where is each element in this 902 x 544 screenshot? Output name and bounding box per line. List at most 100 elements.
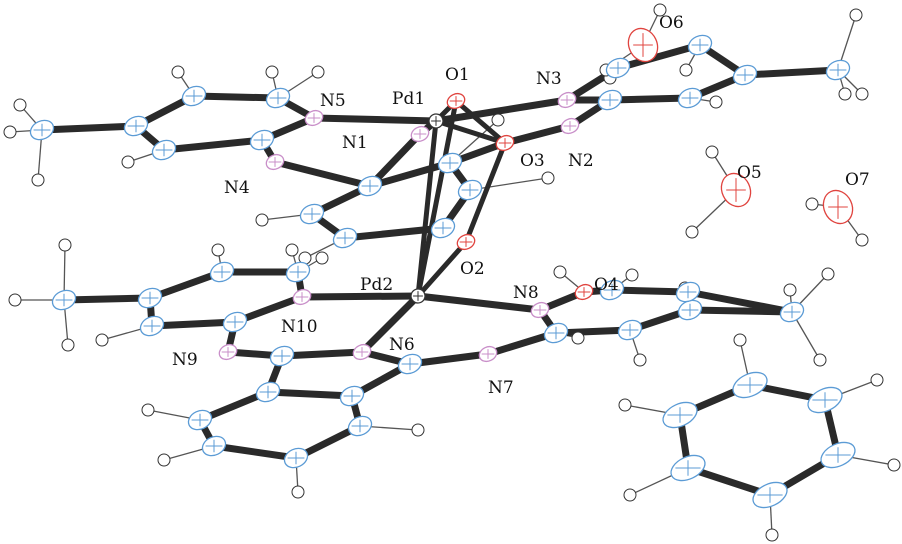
hydrogen-atom bbox=[291, 485, 305, 499]
h-bond-line bbox=[469, 177, 549, 191]
hydrogen-atom bbox=[618, 398, 632, 412]
atom-Cf5 bbox=[675, 281, 701, 303]
atom-Ce4 bbox=[201, 435, 227, 457]
atom-Pd2 bbox=[410, 288, 426, 304]
label-o2: O2 bbox=[460, 259, 485, 279]
bond-N2-O3 bbox=[501, 122, 574, 147]
hydrogen-atom bbox=[821, 267, 835, 281]
hydrogen-atom bbox=[855, 87, 869, 101]
bond-Ca5-Ca6 bbox=[160, 136, 266, 154]
atom-O4 bbox=[574, 283, 594, 301]
atom-O3 bbox=[495, 134, 515, 152]
atom-Cg2 bbox=[807, 386, 843, 414]
bond-Cg4-Cg5 bbox=[684, 464, 774, 499]
label-o5: O5 bbox=[737, 163, 762, 183]
hydrogen-atom bbox=[709, 95, 723, 109]
bond-Ce8-N7 bbox=[406, 350, 492, 368]
label-o1: O1 bbox=[445, 65, 470, 85]
hydrogen-atom bbox=[541, 171, 555, 185]
atom-Cc2 bbox=[677, 87, 703, 109]
atom-Cc1 bbox=[597, 89, 623, 111]
atom-Cf3 bbox=[677, 299, 703, 321]
bond-Pd1-O3 bbox=[433, 118, 508, 146]
label-pd1: Pd1 bbox=[392, 89, 425, 109]
bond-Cb3-Cb4 bbox=[341, 224, 447, 242]
atom-Cg3 bbox=[820, 441, 856, 469]
atom-O6 bbox=[627, 27, 659, 63]
bond-Cf6-Cf5 bbox=[608, 286, 692, 296]
hydrogen-atom bbox=[311, 65, 325, 79]
bond-N4-Cb1 bbox=[271, 158, 374, 190]
bond-O1-Pd2 bbox=[415, 98, 459, 299]
hydrogen-atom bbox=[633, 353, 647, 367]
bond-Cd5-Cd6 bbox=[148, 318, 239, 330]
hydrogen-atom bbox=[3, 125, 17, 139]
hydrogen-atom bbox=[849, 8, 863, 22]
bond-Ca3-Ca4 bbox=[190, 92, 282, 102]
hydrogen-atom bbox=[685, 225, 699, 239]
bond-O1-O3 bbox=[453, 98, 508, 146]
hydrogen-atom bbox=[8, 293, 22, 307]
atom-Cf1 bbox=[543, 322, 569, 344]
bond-Cd2-Cd3 bbox=[146, 268, 226, 302]
label-pd2: Pd2 bbox=[360, 275, 393, 295]
atom-Cb2 bbox=[299, 203, 325, 225]
hydrogen-atom bbox=[315, 251, 329, 265]
atom-Cf4 bbox=[779, 301, 805, 323]
label-n7: N7 bbox=[488, 378, 514, 398]
hydrogen-atom bbox=[58, 238, 72, 252]
hydrogen-atom bbox=[411, 423, 425, 437]
atom-N9 bbox=[218, 343, 238, 361]
bond-Cf3-Cf4 bbox=[686, 306, 796, 316]
atom-N5 bbox=[304, 109, 324, 127]
atom-Ce8 bbox=[397, 353, 423, 375]
hydrogen-atom bbox=[553, 265, 567, 279]
label-n10: N10 bbox=[281, 317, 318, 337]
hydrogen-atom bbox=[265, 65, 279, 79]
atom-Cf6 bbox=[599, 279, 625, 301]
atom-Ca2 bbox=[123, 115, 149, 137]
atom-Cb3 bbox=[332, 227, 358, 249]
atom-Ce2 bbox=[255, 381, 281, 403]
atom-Cg6 bbox=[662, 401, 698, 429]
bond-Pd1-N3 bbox=[432, 96, 571, 125]
hydrogen-atom bbox=[61, 338, 75, 352]
atom-N1 bbox=[410, 125, 430, 143]
bond-Pd1-Pd2 bbox=[415, 118, 439, 299]
atom-N4 bbox=[265, 153, 285, 171]
bond-O3-O2 bbox=[463, 140, 508, 245]
bond-Ce4-Ce5 bbox=[210, 442, 300, 462]
atom-Ca1 bbox=[29, 119, 55, 141]
atom-Ce7 bbox=[339, 385, 365, 407]
bond-Cc5-Cc6 bbox=[614, 41, 704, 72]
hydrogen-atom bbox=[211, 243, 225, 257]
atom-Cg1 bbox=[732, 371, 768, 399]
atom-Cd4 bbox=[285, 261, 311, 283]
bond-Pd2-N6 bbox=[358, 292, 422, 356]
hydrogen-atom bbox=[887, 458, 901, 472]
label-n5: N5 bbox=[320, 91, 346, 111]
bond-Pd2-O2 bbox=[415, 239, 469, 299]
bond-Cc1-Cc2 bbox=[606, 94, 694, 104]
atom-Cg4 bbox=[752, 481, 788, 509]
hydrogen-atom bbox=[765, 528, 779, 542]
atom-Cd6 bbox=[139, 315, 165, 337]
atom-Cb6 bbox=[437, 152, 463, 174]
atom-N2 bbox=[560, 117, 580, 135]
hydrogen-atom bbox=[171, 65, 185, 79]
atom-Pd1 bbox=[428, 113, 444, 129]
bond-Pd2-N8 bbox=[414, 292, 544, 314]
atom-Cb1 bbox=[357, 175, 383, 197]
label-n4: N4 bbox=[224, 178, 250, 198]
atom-Cc5 bbox=[687, 34, 713, 56]
atom-Ce6 bbox=[347, 415, 373, 437]
hydrogen-atom bbox=[95, 333, 109, 347]
atom-N8 bbox=[530, 301, 550, 319]
hydrogen-atom bbox=[571, 331, 585, 345]
label-n2: N2 bbox=[568, 151, 594, 171]
atom-N7 bbox=[478, 345, 498, 363]
hydrogen-atom bbox=[121, 155, 135, 169]
atom-Cc6 bbox=[605, 57, 631, 79]
